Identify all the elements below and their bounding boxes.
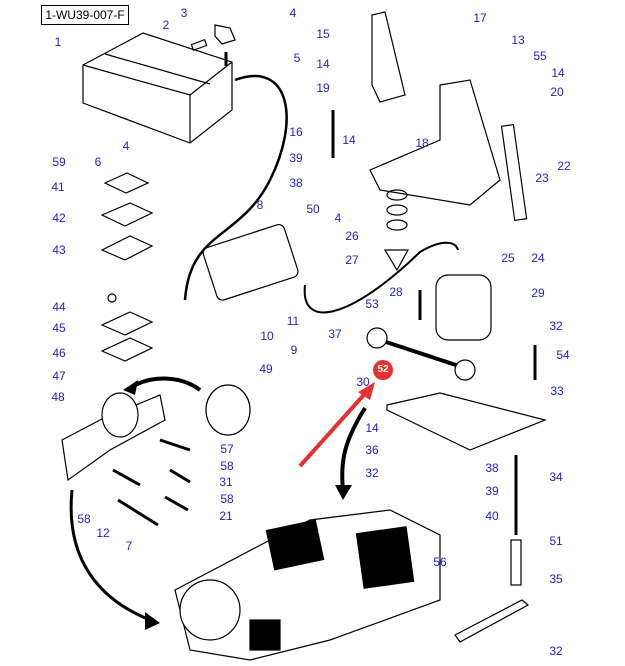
- part-callout-8[interactable]: 8: [256, 198, 264, 212]
- part-callout-2[interactable]: 2: [162, 18, 170, 32]
- part-callout-6[interactable]: 6: [94, 155, 102, 169]
- part-callout-59[interactable]: 59: [52, 155, 66, 169]
- part-callout-58[interactable]: 58: [220, 459, 234, 473]
- bracket-part: [214, 24, 236, 45]
- part-callout-15[interactable]: 15: [316, 27, 330, 41]
- part-callout-4[interactable]: 4: [122, 139, 130, 153]
- part-callout-54[interactable]: 54: [556, 348, 570, 362]
- triangle-bracket-part: [371, 11, 406, 103]
- air-spring-part: [435, 274, 492, 341]
- part-callout-25[interactable]: 25: [501, 251, 515, 265]
- part-callout-26[interactable]: 26: [345, 229, 359, 243]
- part-callout-12[interactable]: 12: [96, 526, 110, 540]
- shock-absorber-part: [500, 123, 528, 222]
- part-callout-5[interactable]: 5: [293, 51, 301, 65]
- transmission-assembly: [174, 509, 441, 661]
- part-callout-16[interactable]: 16: [289, 125, 303, 139]
- engine-bracket-part: [61, 394, 166, 482]
- part-callout-24[interactable]: 24: [531, 251, 545, 265]
- part-callout-53[interactable]: 53: [365, 297, 379, 311]
- part-callout-58[interactable]: 58: [77, 512, 91, 526]
- hose-part: [303, 241, 459, 314]
- part-callout-21[interactable]: 21: [219, 509, 233, 523]
- tank-part: [82, 32, 233, 144]
- part-callout-13[interactable]: 13: [511, 33, 525, 47]
- part-callout-55[interactable]: 55: [533, 49, 547, 63]
- part-callout-46[interactable]: 46: [52, 346, 66, 360]
- part-callout-1[interactable]: 1: [54, 35, 62, 49]
- part-callout-22[interactable]: 22: [557, 159, 571, 173]
- part-callout-49[interactable]: 49: [259, 362, 273, 376]
- bushing-part: [205, 384, 251, 436]
- part-callout-47[interactable]: 47: [52, 369, 66, 383]
- part-callout-39[interactable]: 39: [485, 484, 499, 498]
- mounting-plate-part: [386, 392, 547, 451]
- part-callout-39[interactable]: 39: [289, 151, 303, 165]
- part-callout-23[interactable]: 23: [535, 171, 549, 185]
- part-callout-37[interactable]: 37: [328, 327, 342, 341]
- part-callout-9[interactable]: 9: [290, 343, 298, 357]
- part-callout-10[interactable]: 10: [260, 329, 274, 343]
- part-callout-36[interactable]: 36: [365, 443, 379, 457]
- part-callout-42[interactable]: 42: [52, 211, 66, 225]
- part-callout-4[interactable]: 4: [334, 211, 342, 225]
- part-callout-4[interactable]: 4: [289, 6, 297, 20]
- part-callout-43[interactable]: 43: [52, 243, 66, 257]
- part-callout-38[interactable]: 38: [485, 461, 499, 475]
- part-callout-20[interactable]: 20: [550, 85, 564, 99]
- part-callout-27[interactable]: 27: [345, 253, 359, 267]
- highlighted-part-badge[interactable]: 52: [373, 360, 393, 380]
- part-callout-18[interactable]: 18: [415, 136, 429, 150]
- mount-bracket-part: [369, 79, 501, 206]
- part-callout-58[interactable]: 58: [220, 492, 234, 506]
- part-callout-32[interactable]: 32: [549, 644, 563, 658]
- part-callout-35[interactable]: 35: [549, 572, 563, 586]
- part-callout-31[interactable]: 31: [219, 475, 233, 489]
- part-callout-14[interactable]: 14: [551, 66, 565, 80]
- part-callout-40[interactable]: 40: [485, 509, 499, 523]
- part-callout-11[interactable]: 11: [286, 314, 300, 328]
- hose-part: [183, 74, 288, 301]
- part-callout-51[interactable]: 51: [549, 534, 563, 548]
- highlight-arrow: [298, 386, 372, 468]
- part-callout-14[interactable]: 14: [342, 133, 356, 147]
- valve-block-part: [202, 223, 299, 301]
- part-callout-30[interactable]: 30: [356, 375, 370, 389]
- part-callout-32[interactable]: 32: [549, 319, 563, 333]
- part-callout-32[interactable]: 32: [365, 466, 379, 480]
- curved-arrow: [128, 376, 202, 392]
- part-callout-48[interactable]: 48: [51, 390, 65, 404]
- part-callout-57[interactable]: 57: [220, 442, 234, 456]
- part-callout-28[interactable]: 28: [389, 285, 403, 299]
- part-callout-45[interactable]: 45: [52, 321, 66, 335]
- part-callout-44[interactable]: 44: [52, 300, 66, 314]
- part-callout-19[interactable]: 19: [316, 81, 330, 95]
- part-callout-33[interactable]: 33: [550, 384, 564, 398]
- part-callout-14[interactable]: 14: [316, 57, 330, 71]
- part-callout-41[interactable]: 41: [51, 180, 65, 194]
- clip-part: [190, 39, 208, 51]
- diagram-reference-code: 1-WU39-007-F: [41, 5, 129, 25]
- part-callout-34[interactable]: 34: [549, 470, 563, 484]
- part-callout-3[interactable]: 3: [180, 6, 188, 20]
- part-callout-50[interactable]: 50: [306, 202, 320, 216]
- part-callout-56[interactable]: 56: [433, 555, 447, 569]
- part-callout-38[interactable]: 38: [289, 176, 303, 190]
- part-callout-14[interactable]: 14: [365, 421, 379, 435]
- part-callout-17[interactable]: 17: [473, 11, 487, 25]
- part-callout-7[interactable]: 7: [125, 539, 133, 553]
- cone-part: [383, 249, 410, 272]
- part-callout-29[interactable]: 29: [531, 286, 545, 300]
